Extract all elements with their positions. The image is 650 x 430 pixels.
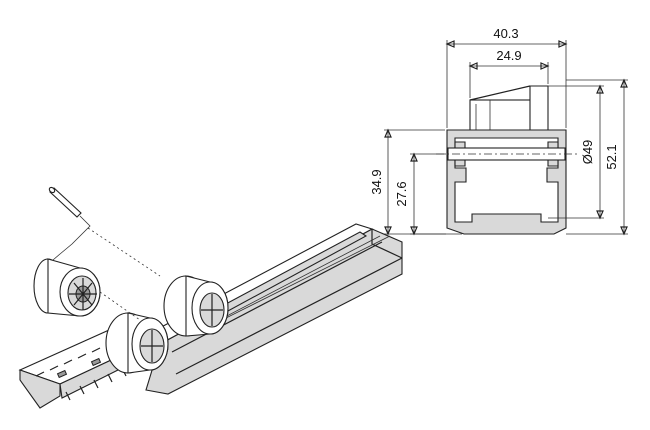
dimension-height-a: 34.9: [369, 169, 384, 194]
dimension-top-inner: 24.9: [496, 48, 521, 63]
dimension-overall-height: 52.1: [604, 144, 619, 169]
dimension-lines: [384, 40, 628, 236]
assembly-guide-line: [99, 291, 141, 321]
dimension-diameter: Ø49: [580, 140, 595, 165]
mounted-roller-rear: [163, 275, 229, 337]
exploded-view-line: [45, 215, 91, 267]
cross-section-drawing: 40.3 24.9 Ø49 52.1 34.9 27.6: [369, 26, 628, 236]
dimension-top-outer: 40.3: [493, 26, 518, 41]
axle-pin: [45, 186, 161, 277]
exploded-roller: [33, 258, 101, 317]
dimension-height-b: 27.6: [394, 181, 409, 206]
mounted-roller-front: [105, 312, 169, 374]
axle-section: [436, 147, 578, 161]
isometric-assembly: [18, 186, 403, 409]
